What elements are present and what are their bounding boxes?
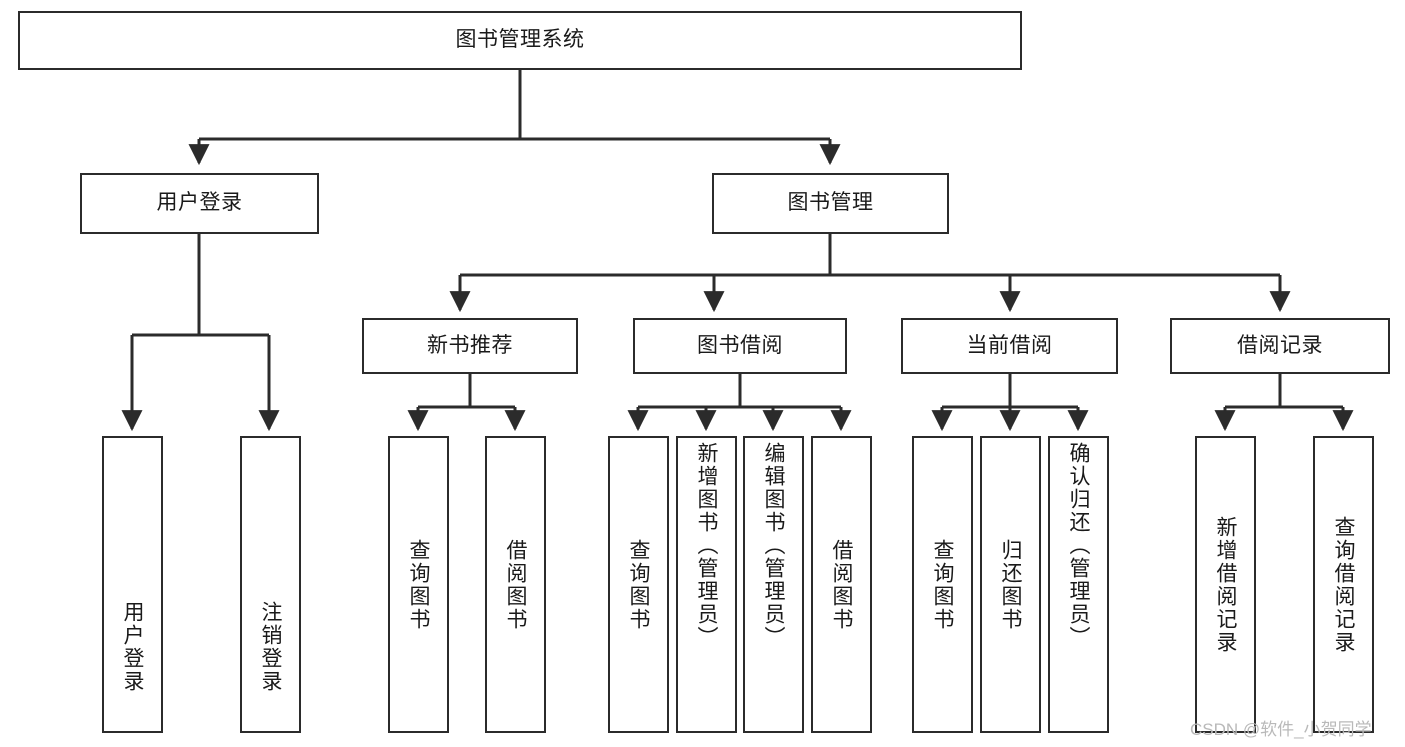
node-user-login[interactable]: 用户登录	[80, 173, 319, 234]
node-leaf-query-record[interactable]: 查询借阅记录	[1313, 436, 1374, 733]
node-book-manage[interactable]: 图书管理	[712, 173, 949, 234]
node-leaf-user-login[interactable]: 用户登录	[102, 436, 163, 733]
node-current-borrow-label: 当前借阅	[966, 333, 1053, 357]
node-leaf-return-book-label: 归还图书	[999, 538, 1022, 631]
node-current-borrow[interactable]: 当前借阅	[901, 318, 1118, 374]
node-root-label: 图书管理系统	[455, 28, 585, 52]
node-leaf-query-book-1[interactable]: 查询图书	[388, 436, 449, 733]
node-leaf-query-book-3-label: 查询图书	[931, 538, 954, 631]
node-book-borrow-label: 图书借阅	[697, 333, 783, 357]
node-root[interactable]: 图书管理系统	[18, 11, 1022, 70]
node-borrow-record-label: 借阅记录	[1237, 333, 1323, 357]
node-book-borrow[interactable]: 图书借阅	[633, 318, 847, 374]
node-leaf-logout-label: 注销登录	[259, 601, 282, 693]
node-leaf-query-book-2[interactable]: 查询图书	[608, 436, 669, 733]
node-leaf-borrow-book-1[interactable]: 借阅图书	[485, 436, 546, 733]
node-leaf-confirm-return-label: 确认归还（管理员）	[1067, 442, 1090, 649]
node-leaf-query-book-3[interactable]: 查询图书	[912, 436, 973, 733]
node-leaf-add-book[interactable]: 新增图书（管理员）	[676, 436, 737, 733]
node-new-book-rec[interactable]: 新书推荐	[362, 318, 578, 374]
node-leaf-query-record-label: 查询借阅记录	[1332, 515, 1355, 654]
node-borrow-record[interactable]: 借阅记录	[1170, 318, 1390, 374]
node-leaf-edit-book[interactable]: 编辑图书（管理员）	[743, 436, 804, 733]
node-new-book-rec-label: 新书推荐	[427, 333, 513, 357]
node-leaf-confirm-return[interactable]: 确认归还（管理员）	[1048, 436, 1109, 733]
node-leaf-borrow-book-1-label: 借阅图书	[504, 538, 527, 631]
node-leaf-borrow-book-2[interactable]: 借阅图书	[811, 436, 872, 733]
node-leaf-logout[interactable]: 注销登录	[240, 436, 301, 733]
node-leaf-edit-book-label: 编辑图书（管理员）	[762, 442, 785, 649]
node-leaf-query-book-1-label: 查询图书	[407, 538, 430, 631]
node-leaf-add-book-label: 新增图书（管理员）	[695, 442, 718, 649]
node-leaf-borrow-book-2-label: 借阅图书	[830, 538, 853, 631]
node-leaf-user-login-label: 用户登录	[121, 601, 144, 693]
node-leaf-query-book-2-label: 查询图书	[627, 538, 650, 631]
node-book-manage-label: 图书管理	[787, 191, 874, 215]
node-leaf-add-record[interactable]: 新增借阅记录	[1195, 436, 1256, 733]
node-leaf-return-book[interactable]: 归还图书	[980, 436, 1041, 733]
csdn-watermark: CSDN @软件_小贺同学	[1190, 720, 1372, 739]
node-leaf-add-record-label: 新增借阅记录	[1214, 515, 1237, 654]
node-user-login-label: 用户登录	[156, 191, 243, 215]
